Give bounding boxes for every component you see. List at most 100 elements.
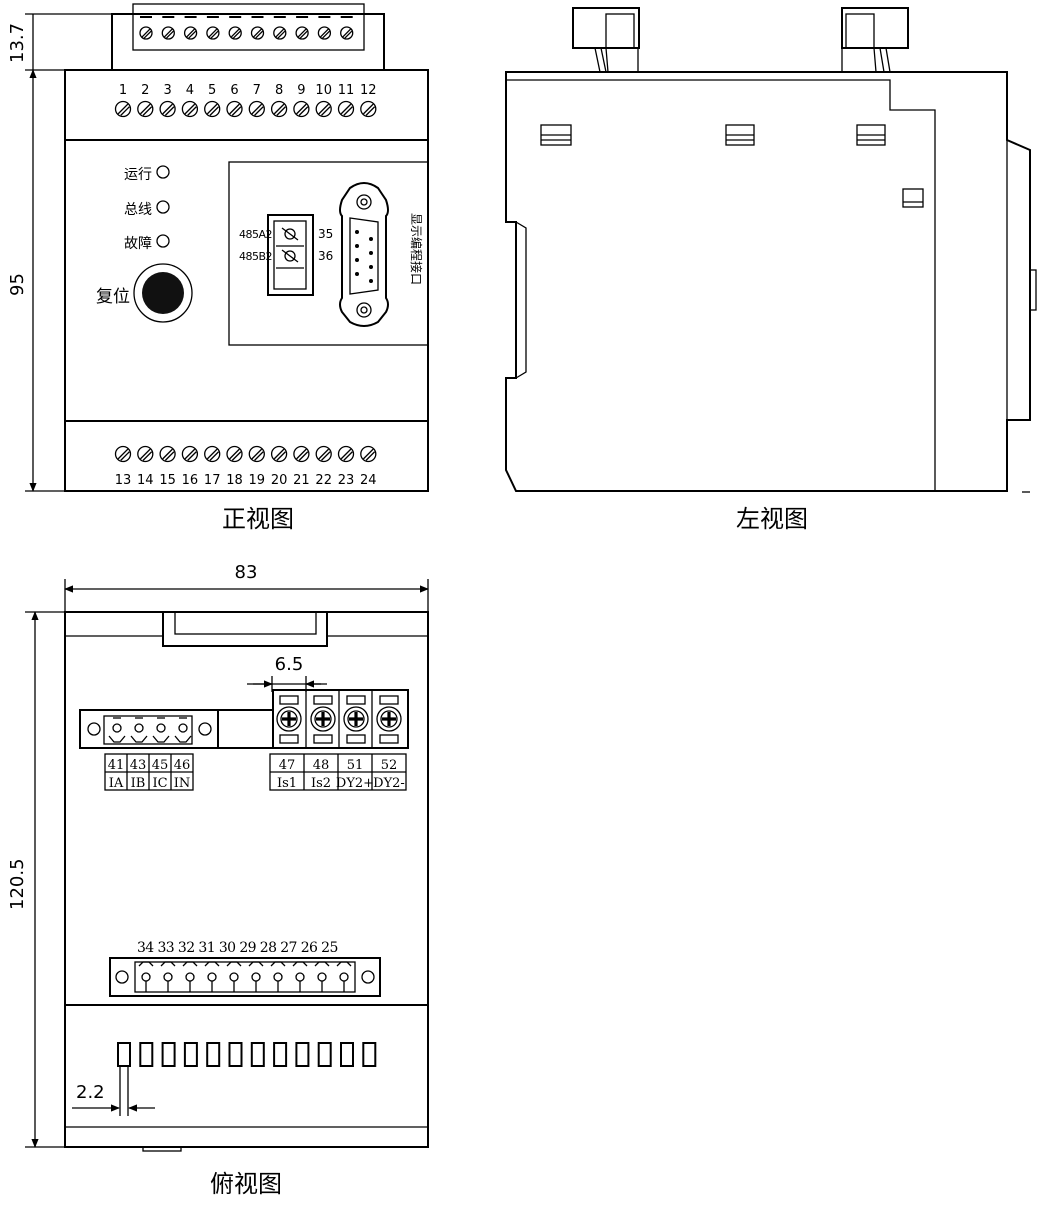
rs485-pin-35: 35 [318, 227, 333, 241]
vent-slot [161, 1042, 176, 1067]
terminal-screw-icon [204, 445, 221, 463]
terminal-number: 47 [279, 758, 296, 773]
left-vent-2 [725, 124, 755, 146]
left-body-outline [505, 71, 1031, 492]
front-top-terminal-screws [114, 100, 377, 118]
terminal-name: DY2+ [336, 776, 374, 791]
terminal-number: 21 [293, 473, 310, 488]
db9-pin [355, 272, 359, 276]
current-connector-pins [103, 715, 193, 745]
left-top-clip [572, 7, 640, 73]
terminal-screw-icon [293, 100, 310, 118]
pin-icon [229, 972, 239, 982]
db9-port [339, 182, 389, 327]
vent-slot [362, 1042, 377, 1067]
terminal-number: 11 [338, 83, 355, 98]
terminal-screw-icon [293, 445, 310, 463]
terminal-screw-icon [114, 445, 132, 463]
screw-terminal-block [272, 689, 409, 749]
terminal-name: IB [131, 776, 146, 791]
reset-button [142, 272, 184, 314]
db9-pin [369, 265, 373, 269]
terminal-name: IN [174, 776, 191, 791]
front-bottom-terminal-screws [114, 445, 377, 463]
terminal-screw-icon [159, 100, 176, 118]
pin-icon [295, 972, 305, 982]
plug-screw-icon [161, 26, 175, 40]
terminal-screw-icon [337, 445, 355, 463]
plug-screw-icon [250, 26, 265, 40]
dim-pitch: 6.5 [275, 654, 304, 675]
terminal-number: 20 [271, 473, 288, 488]
db9-pin [369, 237, 373, 241]
screw-terminal-icon [343, 706, 369, 732]
db9-pin [355, 258, 359, 262]
left-vent-4 [902, 188, 924, 208]
terminal-screw-icon [337, 100, 355, 118]
dim-width: 83 [235, 562, 258, 583]
rs485-pin-icon [284, 228, 296, 240]
pin-icon [339, 972, 349, 982]
indicator-bus-label: 总线 [124, 202, 152, 218]
terminal-screw-icon [181, 445, 199, 463]
terminal-screw-icon [226, 445, 243, 463]
front-top-connector [111, 13, 385, 71]
indicator-run-led [156, 165, 170, 179]
terminal-number: 1 [119, 83, 127, 98]
plug-screw-icon [273, 26, 287, 40]
terminal-screw-icon [226, 100, 243, 118]
terminal-number: 16 [182, 473, 199, 488]
bottom-connector-numbers: 34 33 32 31 30 29 28 27 26 25 [137, 940, 338, 956]
pin-icon [141, 972, 151, 982]
terminal-screw-icon [137, 445, 154, 463]
terminal-number: 48 [313, 758, 330, 773]
left-view-caption: 左视图 [736, 505, 808, 533]
dim-top-height: 13.7 [7, 23, 28, 63]
vent-slot [340, 1042, 354, 1067]
bottom-connector-inner [134, 961, 356, 993]
terminal-screw-icon [248, 100, 265, 118]
db9-pin [355, 244, 359, 248]
interface-panel [228, 161, 429, 346]
indicator-run-label: 运行 [124, 167, 152, 183]
current-connector-body [79, 709, 219, 749]
terminal-screw-icon [248, 445, 265, 463]
plug-screw-icon [139, 26, 153, 40]
display-port-label: 显示编程接口 [409, 213, 424, 285]
mount-hole-icon [87, 722, 101, 736]
terminal-screw-icon [137, 100, 154, 118]
plug-screw-icon [295, 26, 309, 40]
bottom-connector [109, 957, 381, 997]
terminal-number: 14 [137, 473, 154, 488]
vent-slot [228, 1042, 243, 1067]
terminal-number: 7 [253, 83, 261, 98]
screw-terminals [276, 690, 402, 748]
left-view: 左视图 [505, 7, 1037, 533]
screw-terminal-icon [376, 706, 402, 732]
terminal-screw-icon [270, 100, 288, 118]
bottom-vent-slots [117, 1042, 377, 1067]
terminal-number: 22 [315, 473, 332, 488]
rs485-clamp-lines [276, 227, 304, 269]
vent-slot [183, 1042, 198, 1067]
vent-slot [139, 1042, 154, 1067]
din-rail-notch [515, 221, 527, 379]
terminal-number: 24 [360, 473, 377, 488]
terminal-number: 18 [226, 473, 243, 488]
terminal-number: 46 [174, 758, 191, 773]
indicator-bus-led [156, 200, 170, 214]
terminal-number: 2 [141, 83, 149, 98]
terminal-number: 13 [115, 473, 132, 488]
terminal-name: Is2 [311, 776, 331, 791]
terminal-number: 43 [130, 758, 147, 773]
top-rail-slot-inner [174, 611, 317, 635]
rs485-connector [267, 214, 314, 296]
terminal-screw-icon [181, 100, 199, 118]
terminal-number: 17 [204, 473, 221, 488]
pin-icon [112, 723, 122, 733]
screw-terminal-icon [310, 706, 336, 732]
plug-screw-icon [317, 26, 332, 40]
top-view-caption: 俯视图 [210, 1170, 282, 1198]
terminal-number: 45 [152, 758, 169, 773]
